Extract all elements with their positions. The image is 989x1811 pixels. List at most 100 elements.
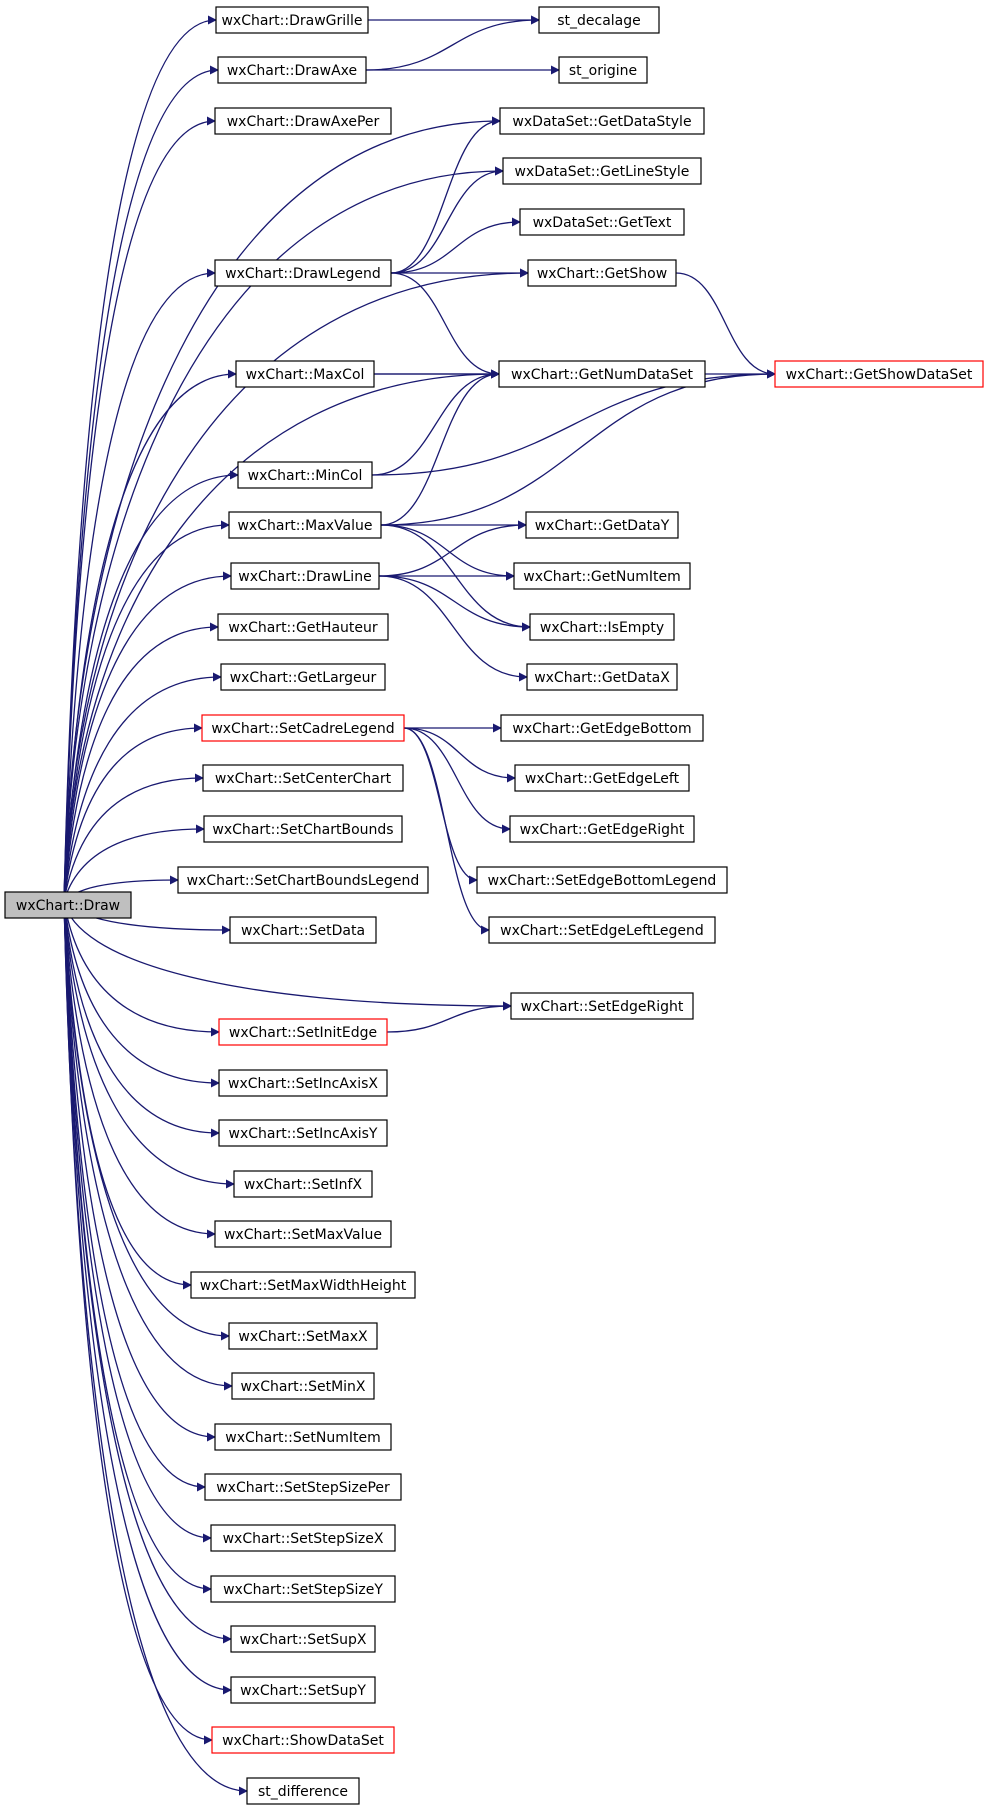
node-label: wxChart::Draw <box>16 898 120 914</box>
node-st_difference[interactable]: st_difference <box>246 1777 360 1805</box>
node-label: wxChart::SetCadreLegend <box>211 721 394 737</box>
node-getshow[interactable]: wxChart::GetShow <box>527 259 677 287</box>
node-gethauteur[interactable]: wxChart::GetHauteur <box>217 613 389 641</box>
edge-draw-to-setcenterchart <box>63 773 204 902</box>
node-mincol[interactable]: wxChart::MinCol <box>237 461 373 489</box>
edge-draw-to-getlargeur <box>63 672 222 902</box>
node-label: wxChart::MaxValue <box>237 518 372 534</box>
node-box <box>774 360 984 388</box>
node-setinitedge[interactable]: wxChart::SetInitEdge <box>218 1018 388 1046</box>
node-setinfx[interactable]: wxChart::SetInfX <box>233 1170 373 1198</box>
node-label: wxChart::SetIncAxisY <box>229 1126 378 1142</box>
edge-draw-to-setinfx <box>63 900 235 1189</box>
node-getdatastyle[interactable]: wxDataSet::GetDataStyle <box>499 107 705 135</box>
node-setedgeright[interactable]: wxChart::SetEdgeRight <box>510 992 694 1020</box>
node-setchartboundslegend[interactable]: wxChart::SetChartBoundsLegend <box>177 866 429 894</box>
node-setsupy[interactable]: wxChart::SetSupY <box>230 1676 376 1704</box>
node-setedgeleftlegend[interactable]: wxChart::SetEdgeLeftLegend <box>488 916 716 944</box>
node-getlargeur[interactable]: wxChart::GetLargeur <box>220 663 386 691</box>
node-setchartbounds[interactable]: wxChart::SetChartBounds <box>203 815 403 843</box>
node-maxcol[interactable]: wxChart::MaxCol <box>235 360 375 388</box>
node-setstepsizex[interactable]: wxChart::SetStepSizeX <box>210 1524 396 1552</box>
node-getdatax[interactable]: wxChart::GetDataX <box>526 663 678 691</box>
node-label: wxChart::SetStepSizeX <box>223 1531 384 1547</box>
node-box <box>214 1423 392 1451</box>
node-setnumitem[interactable]: wxChart::SetNumItem <box>214 1423 392 1451</box>
node-setincaxisy[interactable]: wxChart::SetIncAxisY <box>218 1119 388 1147</box>
node-setmaxx[interactable]: wxChart::SetMaxX <box>228 1322 378 1350</box>
node-drawlegend[interactable]: wxChart::DrawLegend <box>214 259 392 287</box>
node-box <box>228 511 382 539</box>
node-draw[interactable]: wxChart::Draw <box>4 891 132 919</box>
node-setmaxvalue[interactable]: wxChart::SetMaxValue <box>214 1220 392 1248</box>
node-setincaxisx[interactable]: wxChart::SetIncAxisX <box>218 1069 388 1097</box>
node-getedgeright[interactable]: wxChart::GetEdgeRight <box>509 815 695 843</box>
edge-draw-to-setmaxx <box>63 900 230 1341</box>
node-label: wxChart::ShowDataSet <box>222 1733 384 1749</box>
node-setmaxwidthheight[interactable]: wxChart::SetMaxWidthHeight <box>190 1271 416 1299</box>
node-box <box>538 6 660 34</box>
node-getshowdataset[interactable]: wxChart::GetShowDataSet <box>774 360 984 388</box>
node-box <box>237 461 373 489</box>
node-label: wxChart::IsEmpty <box>540 620 664 636</box>
edge-draw-to-setstepsizey <box>63 900 212 1594</box>
node-box <box>230 1625 376 1653</box>
node-box <box>214 259 392 287</box>
node-setdata[interactable]: wxChart::SetData <box>229 916 377 944</box>
node-box <box>488 916 716 944</box>
node-label: wxChart::SetMaxWidthHeight <box>200 1278 407 1294</box>
edge-drawlegend-to-getdatastyle <box>390 116 501 274</box>
node-box <box>500 714 704 742</box>
node-getedgebottom[interactable]: wxChart::GetEdgeBottom <box>500 714 704 742</box>
node-box <box>210 1575 396 1603</box>
node-label: st_origine <box>569 63 637 79</box>
node-getnumitem[interactable]: wxChart::GetNumItem <box>513 562 691 590</box>
node-box <box>529 613 675 641</box>
node-st_decalage[interactable]: st_decalage <box>538 6 660 34</box>
node-label: wxChart::DrawLine <box>238 569 371 585</box>
node-setcadrelegend[interactable]: wxChart::SetCadreLegend <box>201 714 405 742</box>
edge-draw-to-drawaxeper <box>63 116 216 902</box>
node-st_origine[interactable]: st_origine <box>558 56 648 84</box>
edge-draw-to-setminx <box>63 900 233 1391</box>
node-setedgebottomlegend[interactable]: wxChart::SetEdgeBottomLegend <box>476 866 728 894</box>
node-getlinestyle[interactable]: wxDataSet::GetLineStyle <box>502 157 702 185</box>
node-showdataset[interactable]: wxChart::ShowDataSet <box>211 1726 395 1754</box>
node-gettext[interactable]: wxDataSet::GetText <box>519 208 685 236</box>
node-box <box>214 1220 392 1248</box>
node-label: wxChart::SetEdgeLeftLegend <box>500 923 704 939</box>
node-setstepsizey[interactable]: wxChart::SetStepSizeY <box>210 1575 396 1603</box>
node-box <box>231 1372 375 1400</box>
node-label: wxChart::DrawGrille <box>221 13 362 29</box>
node-label: wxChart::GetDataY <box>535 518 670 534</box>
node-drawaxeper[interactable]: wxChart::DrawAxePer <box>214 107 392 135</box>
edge-draw-to-setnumitem <box>63 900 216 1442</box>
node-label: wxChart::DrawLegend <box>225 266 381 282</box>
node-getedgeleft[interactable]: wxChart::GetEdgeLeft <box>514 764 690 792</box>
node-label: wxChart::SetMinX <box>240 1379 365 1395</box>
node-label: wxChart::DrawAxe <box>227 63 357 79</box>
node-drawaxe[interactable]: wxChart::DrawAxe <box>217 56 367 84</box>
edge-drawline-to-getdatax <box>378 575 528 682</box>
node-box <box>558 56 648 84</box>
node-getnumdataset[interactable]: wxChart::GetNumDataSet <box>498 360 706 388</box>
node-setstepsizeper[interactable]: wxChart::SetStepSizePer <box>204 1473 402 1501</box>
node-box <box>218 1018 388 1046</box>
node-label: wxChart::GetEdgeBottom <box>512 721 691 737</box>
node-box <box>235 360 375 388</box>
node-drawline[interactable]: wxChart::DrawLine <box>230 562 380 590</box>
node-maxvalue[interactable]: wxChart::MaxValue <box>228 511 382 539</box>
node-box <box>204 1473 402 1501</box>
node-label: wxChart::SetChartBounds <box>212 822 393 838</box>
node-label: wxChart::GetHauteur <box>228 620 378 636</box>
node-setcenterchart[interactable]: wxChart::SetCenterChart <box>202 764 404 792</box>
node-setsupx[interactable]: wxChart::SetSupX <box>230 1625 376 1653</box>
node-setminx[interactable]: wxChart::SetMinX <box>231 1372 375 1400</box>
node-getdatay[interactable]: wxChart::GetDataY <box>525 511 679 539</box>
node-box <box>177 866 429 894</box>
node-drawgrille[interactable]: wxChart::DrawGrille <box>215 6 369 34</box>
node-label: wxChart::GetShow <box>537 266 667 282</box>
node-isempty[interactable]: wxChart::IsEmpty <box>529 613 675 641</box>
node-label: wxChart::GetEdgeRight <box>520 822 685 838</box>
node-box <box>203 815 403 843</box>
